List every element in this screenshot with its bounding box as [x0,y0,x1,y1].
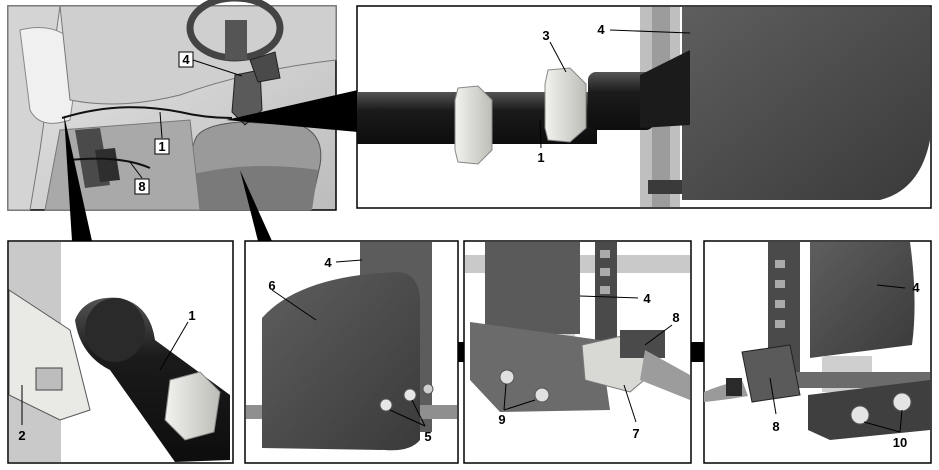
callout-5: 5 [424,429,431,444]
panel-final: 4 8 10 [703,240,932,464]
zoom-pointer-left [64,115,92,241]
callout-4: 4 [182,52,190,67]
panel-clamp: 4 8 9 7 [463,240,692,464]
callout-4: 4 [912,280,920,295]
callout-8: 8 [138,179,145,194]
panel-overview: 4 1 8 [7,0,337,211]
callout-3: 3 [542,28,549,43]
panel-lever-detail: 1 2 [7,240,234,464]
callout-1: 1 [188,308,195,323]
callout-7: 7 [632,426,639,441]
callout-6: 6 [268,278,275,293]
zoom-pointer-seat [240,170,272,241]
callout-10: 10 [893,435,907,450]
callout-4: 4 [643,291,651,306]
callout-4: 4 [597,22,605,37]
callout-9: 9 [498,412,505,427]
panel-cable-detail: 3 4 1 [356,5,932,209]
zoom-pointer-top [226,90,358,132]
callout-1: 1 [158,139,165,154]
callout-1: 1 [537,150,544,165]
panel-cover-plate: 4 6 5 [244,240,459,464]
callout-2: 2 [18,428,25,443]
callout-8: 8 [772,419,779,434]
callout-8: 8 [672,310,679,325]
callout-4: 4 [324,255,332,270]
